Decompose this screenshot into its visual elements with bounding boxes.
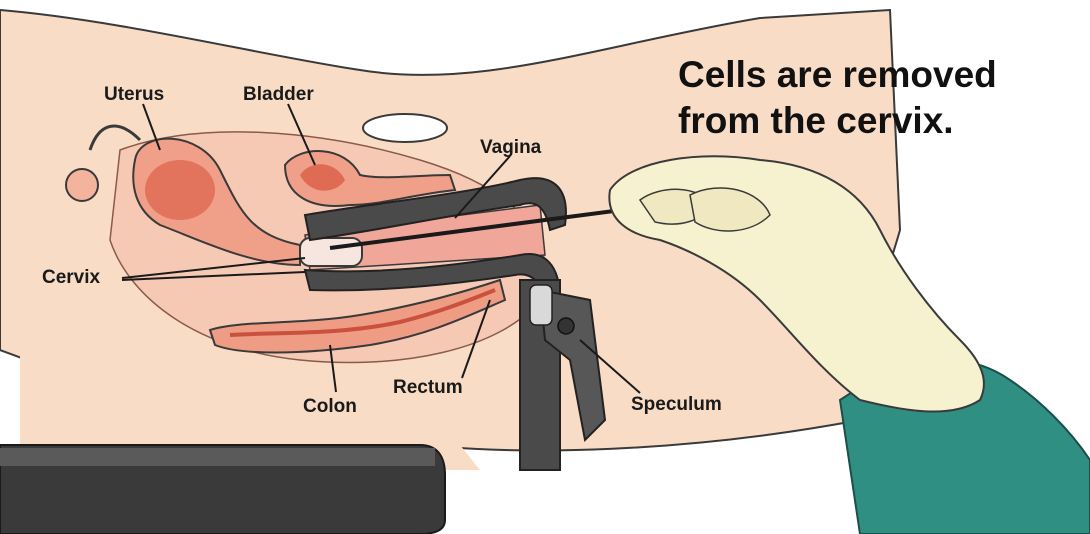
label-vagina: Vagina (480, 138, 541, 157)
label-rectum: Rectum (393, 378, 463, 397)
label-uterus: Uterus (104, 85, 164, 104)
label-colon: Colon (303, 397, 357, 416)
speculum-highlight (530, 285, 552, 325)
exam-table-pad (0, 448, 435, 466)
label-cervix: Cervix (42, 268, 100, 287)
ovary (66, 169, 98, 201)
uterus-cavity (145, 160, 215, 220)
caption-line-1: Cells are removed (678, 52, 997, 98)
cervix-shape (300, 238, 362, 266)
speculum-screw (558, 318, 574, 334)
label-speculum: Speculum (631, 395, 722, 414)
label-bladder: Bladder (243, 85, 314, 104)
caption: Cells are removed from the cervix. (678, 52, 997, 144)
caption-line-2: from the cervix. (678, 98, 997, 144)
pubic-bone (363, 114, 447, 142)
